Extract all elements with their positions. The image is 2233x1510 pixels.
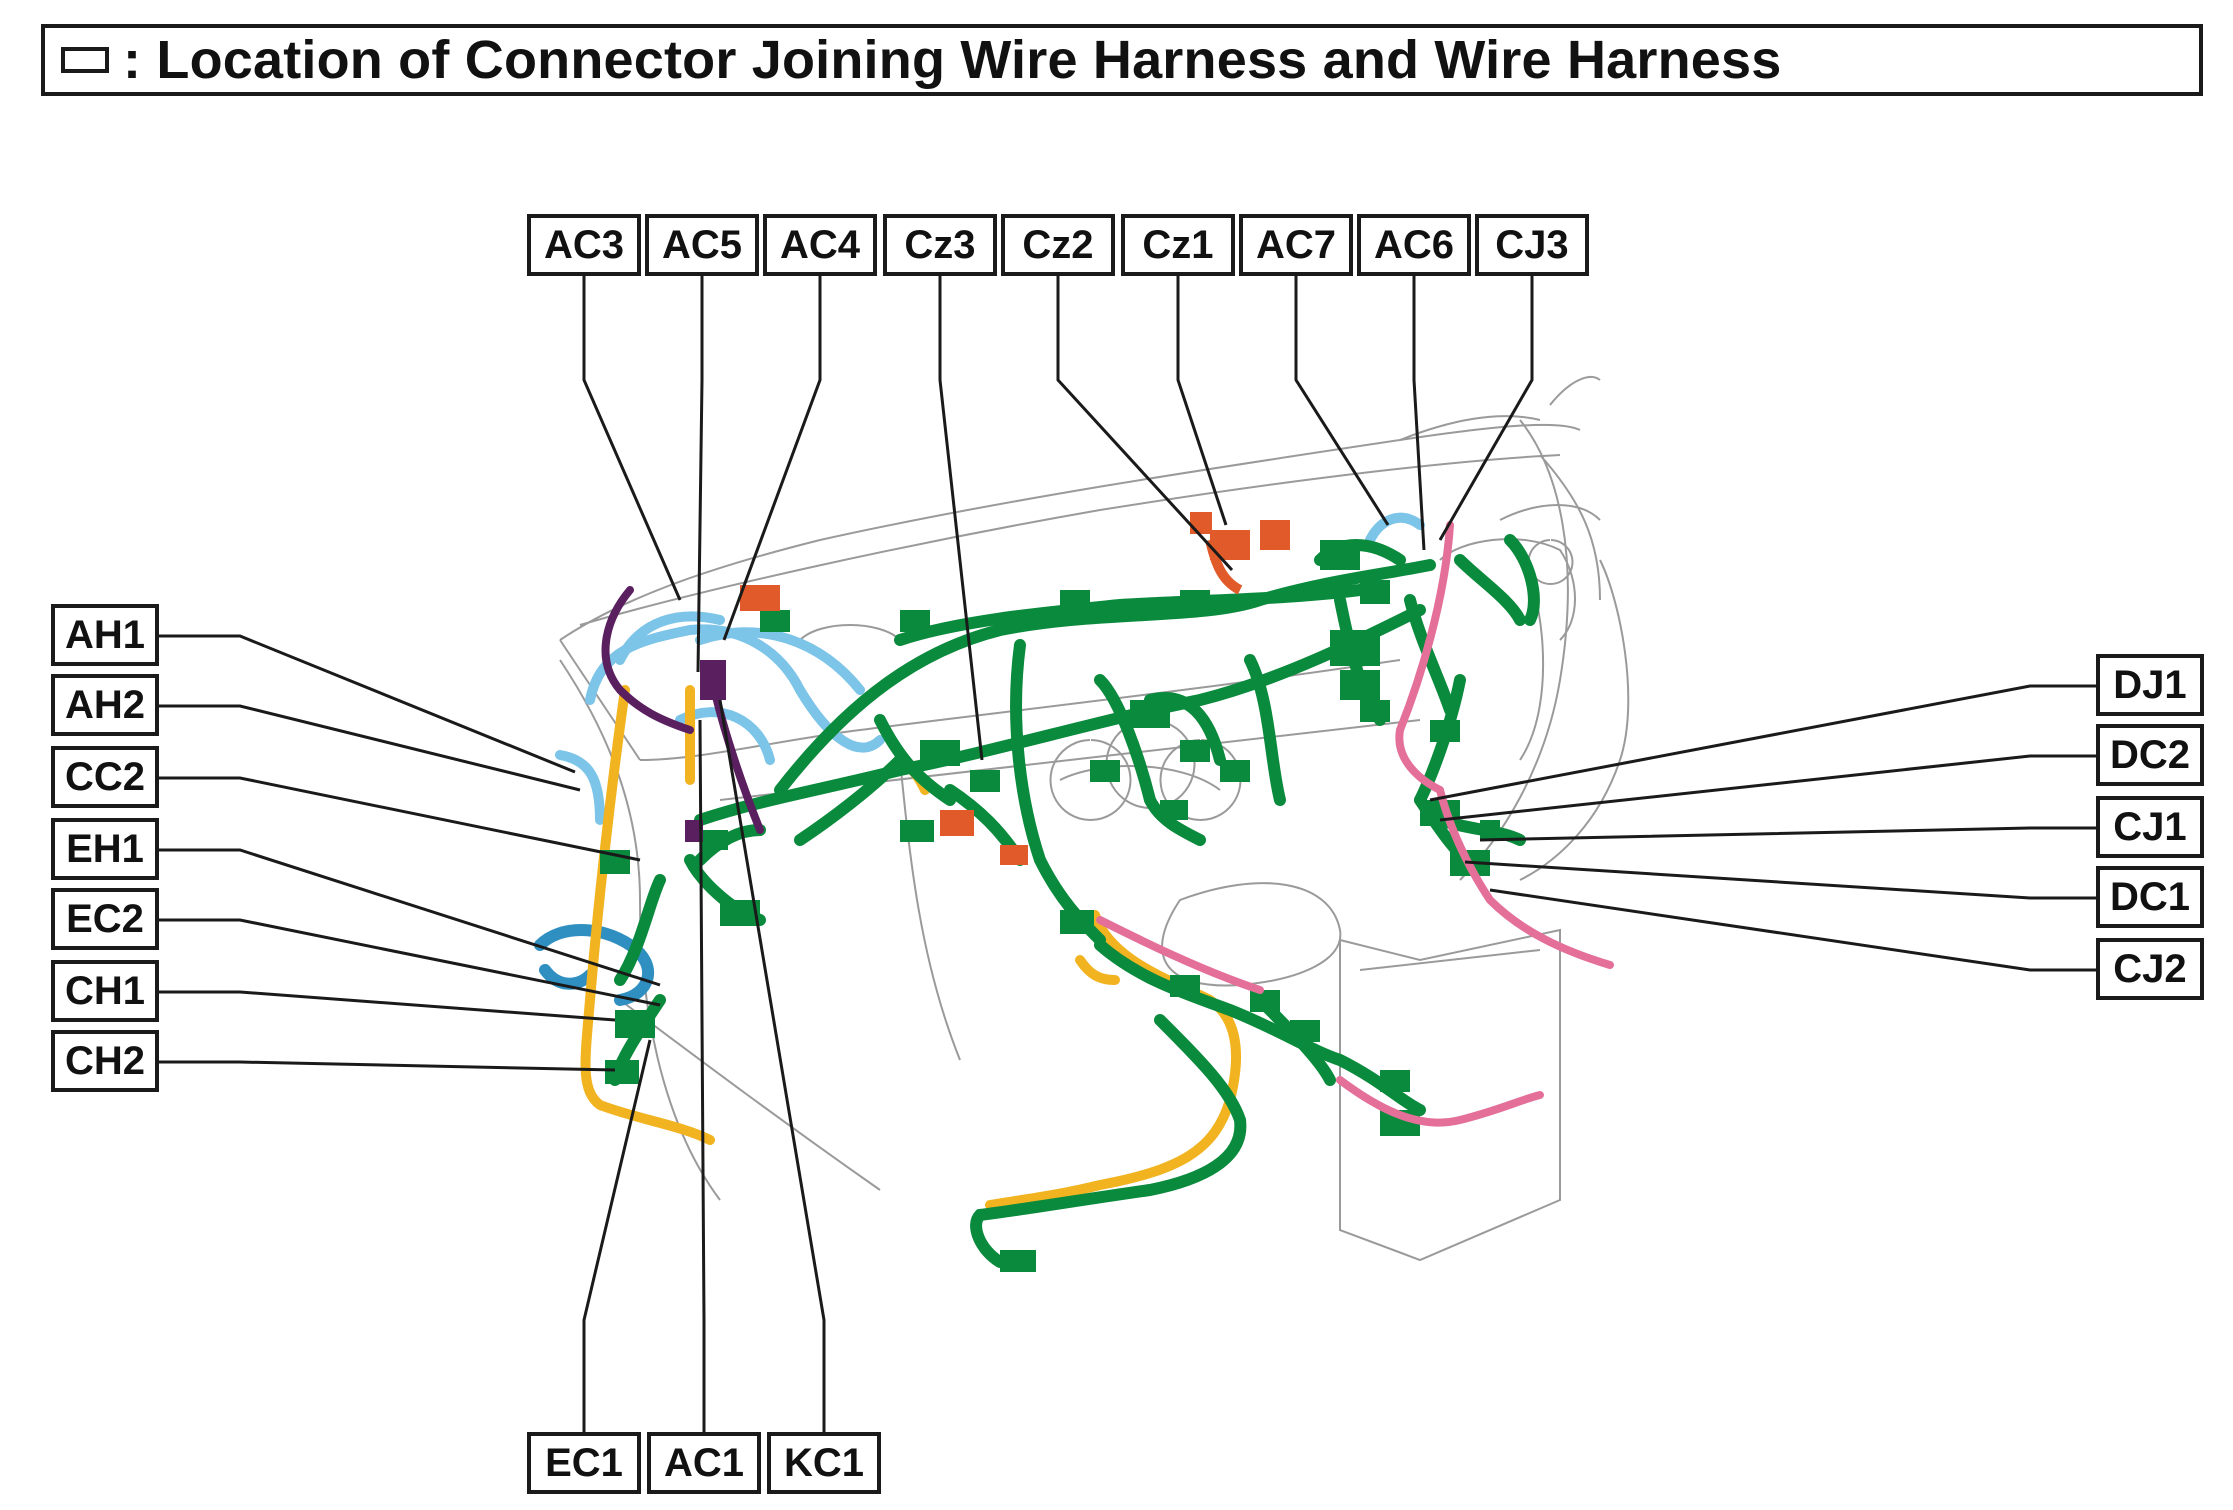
connector-label-ec1: EC1 (527, 1432, 641, 1494)
connector-label-ch2: CH2 (51, 1030, 159, 1092)
purple-connectors (685, 660, 726, 842)
connector-label-cz3: Cz3 (883, 214, 997, 276)
harness-pink (1096, 521, 1614, 1127)
connector-label-dc1: DC1 (2096, 866, 2204, 928)
harness-red-orange (740, 512, 1290, 865)
connector-label-ac5: AC5 (645, 214, 759, 276)
connector-label-ah1: AH1 (51, 604, 159, 666)
connector-label-cj2: CJ2 (2096, 938, 2204, 1000)
connector-label-eh1: EH1 (51, 818, 159, 880)
empty-rectangle-icon (61, 47, 109, 73)
connector-label-ac7: AC7 (1239, 214, 1353, 276)
connector-label-cz2: Cz2 (1001, 214, 1115, 276)
connector-label-cz1: Cz1 (1121, 214, 1235, 276)
leader-lines (158, 276, 2096, 1432)
title-bar: : Location of Connector Joining Wire Har… (41, 24, 2203, 96)
connector-label-ah2: AH2 (51, 674, 159, 736)
connector-label-dc2: DC2 (2096, 724, 2204, 786)
connector-label-ac4: AC4 (763, 214, 877, 276)
connector-label-cj1: CJ1 (2096, 796, 2204, 858)
connector-label-ac1: AC1 (647, 1432, 761, 1494)
page-title: : Location of Connector Joining Wire Har… (123, 30, 1782, 90)
connector-label-ac6: AC6 (1357, 214, 1471, 276)
connector-label-ch1: CH1 (51, 960, 159, 1022)
green-connectors (600, 540, 1500, 1272)
connector-label-ac3: AC3 (527, 214, 641, 276)
connector-label-ec2: EC2 (51, 888, 159, 950)
connector-label-dj1: DJ1 (2096, 654, 2204, 716)
connector-label-cc2: CC2 (51, 746, 159, 808)
connector-label-cj3: CJ3 (1475, 214, 1589, 276)
connector-label-kc1: KC1 (767, 1432, 881, 1494)
